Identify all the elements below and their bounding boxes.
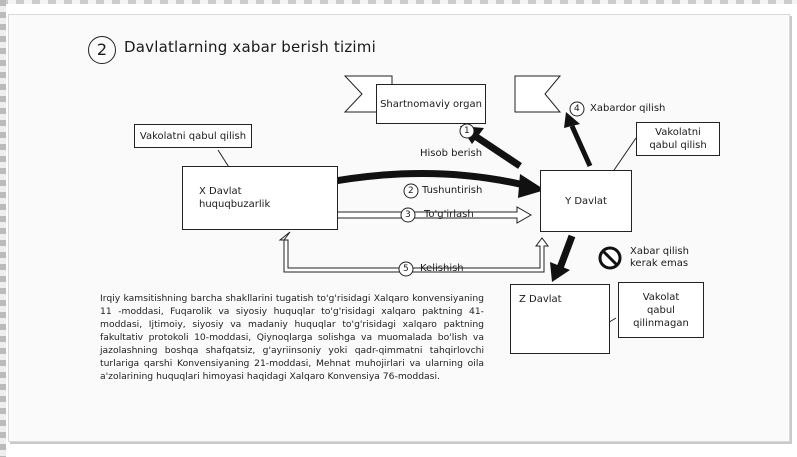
step3-label: To'g'irlash (424, 209, 474, 220)
arrow-notify-head (564, 112, 580, 128)
prohibited-icon (598, 246, 622, 270)
step3-number: 3 (405, 210, 411, 220)
step3-circle (400, 207, 416, 223)
arrow-explain (317, 169, 529, 190)
x-state-label: X Davlat huquqbuzarlik (199, 186, 271, 210)
z-state-box: Z Davlat (510, 284, 610, 354)
step1-circle (459, 123, 475, 139)
step5-label: Kelishish (420, 263, 464, 274)
step2-number: 2 (408, 186, 414, 196)
step1-label: Hisob berish (420, 148, 483, 159)
arrow-to-z (556, 234, 576, 270)
arrow-agree (278, 231, 549, 273)
step2-label: Tushuntirish (422, 185, 483, 196)
page-left-edge (0, 0, 6, 457)
arrow-notify (569, 124, 593, 168)
step5-number: 5 (403, 264, 409, 274)
step4-circle (569, 101, 585, 117)
section-number: 2 (88, 36, 116, 64)
accept-mandate-x: Vakolatni qabul qilish (134, 124, 252, 148)
arrow-report (470, 131, 522, 169)
arrow-to-z-head (550, 262, 570, 282)
legal-basis-paragraph: Irqiy kamsitishning barcha shakllarini t… (100, 293, 484, 382)
x-state-box: X Davlat huquqbuzarlik (182, 166, 338, 230)
z-state-label: Z Davlat (519, 294, 562, 305)
y-state-box: Y Davlat (540, 170, 632, 232)
step5-circle (398, 261, 414, 277)
page-top-edge (0, 0, 797, 4)
step1-number: 1 (464, 126, 470, 136)
ribbon-right (514, 75, 562, 113)
y-state-label: Y Davlat (565, 195, 607, 207)
page-title: Davlatlarning xabar berish tizimi (124, 38, 376, 56)
step2-circle (403, 183, 419, 199)
treaty-organ-label: Shartnomaviy organ (380, 98, 482, 110)
arrow-explain-head (518, 174, 545, 198)
step4-number: 4 (574, 104, 580, 114)
mandate-not-accepted-z: Vakolat qabul qilinmagan (618, 282, 704, 338)
treaty-organ-box: Shartnomaviy organ (376, 84, 486, 124)
callout-line-y (609, 137, 637, 177)
accept-mandate-y: Vakolatni qabul qilish (636, 122, 720, 156)
step4-label: Xabardor qilish (590, 103, 666, 114)
no-report-needed-label: Xabar qilish kerak emas (630, 246, 689, 269)
